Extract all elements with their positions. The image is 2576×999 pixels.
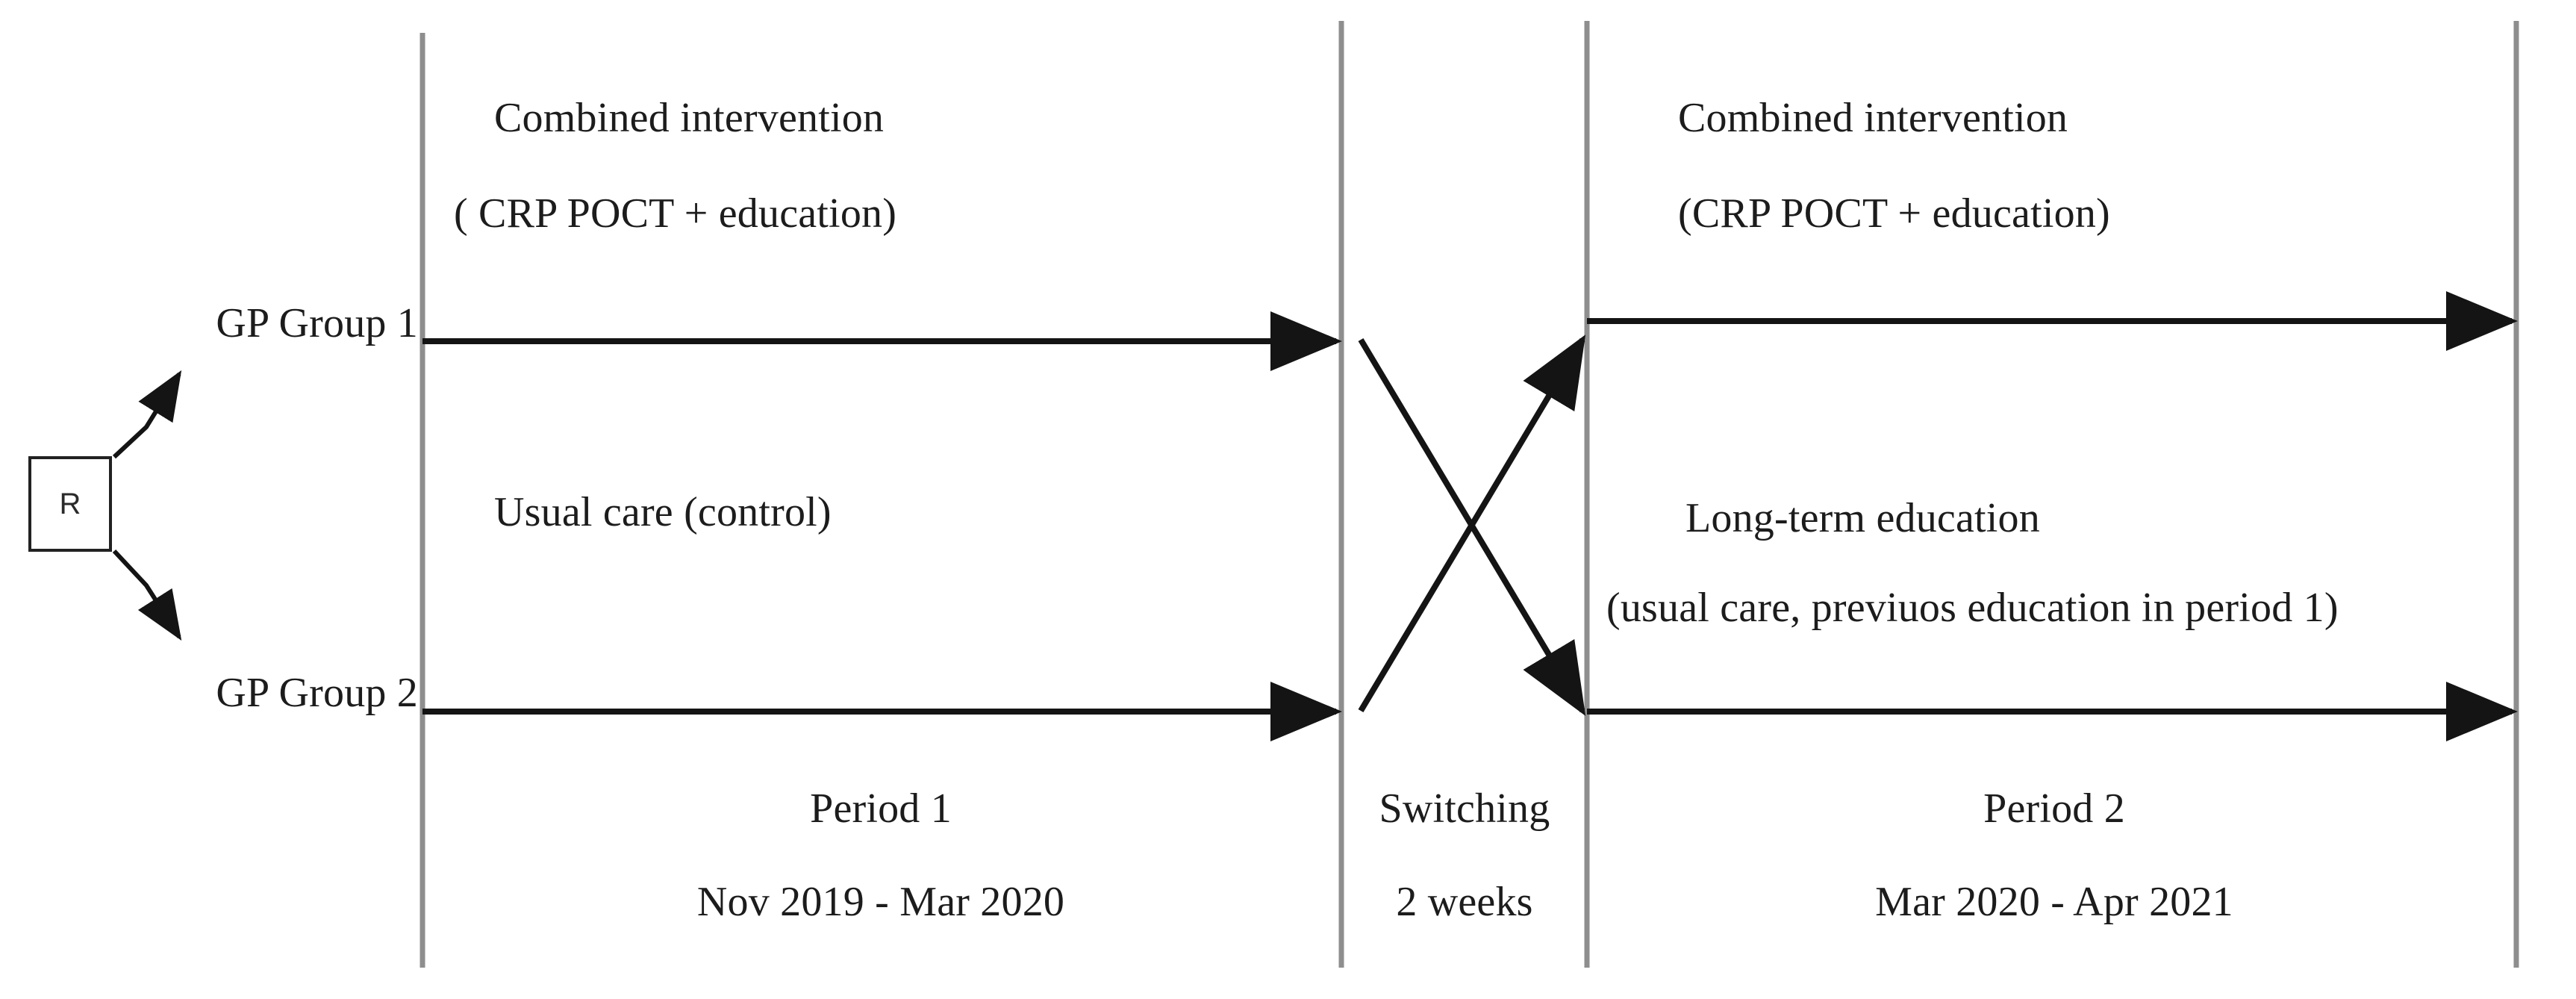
period2-arm2-treatment-line2: (usual care, previuos education in perio… [1606,585,2339,631]
period-2-dates: Mar 2020 - Apr 2021 [1875,879,2233,925]
randomization-arrow-to-group-2 [112,549,182,641]
switching-title: Switching [1379,785,1550,832]
randomization-node: R [28,456,112,552]
arm-label-gp-group-1: GP Group 1 [216,300,418,346]
period-1-dates: Nov 2019 - Mar 2020 [696,879,1065,925]
period2-arm1-treatment-line1: Combined intervention [1678,95,2068,141]
period1-arm1-treatment-line2: ( CRP POCT + education) [454,190,897,237]
randomization-arrow-to-group-1 [112,370,182,459]
period1-arm1-treatment-line1: Combined intervention [494,95,885,141]
period1-arm2-treatment-line1: Usual care (control) [494,489,832,535]
crossover-arrow-up [1358,334,1586,713]
arm-label-gp-group-2: GP Group 2 [216,670,418,716]
period2-arm1-treatment-line2: (CRP POCT + education) [1678,190,2110,237]
switching-duration: 2 weeks [1396,879,1533,925]
period-1-title: Period 1 [810,785,952,832]
period2-arm2-treatment-line1: Long-term education [1685,495,2040,541]
randomization-label: R [59,487,81,520]
period-2-title: Period 2 [1983,785,2125,832]
